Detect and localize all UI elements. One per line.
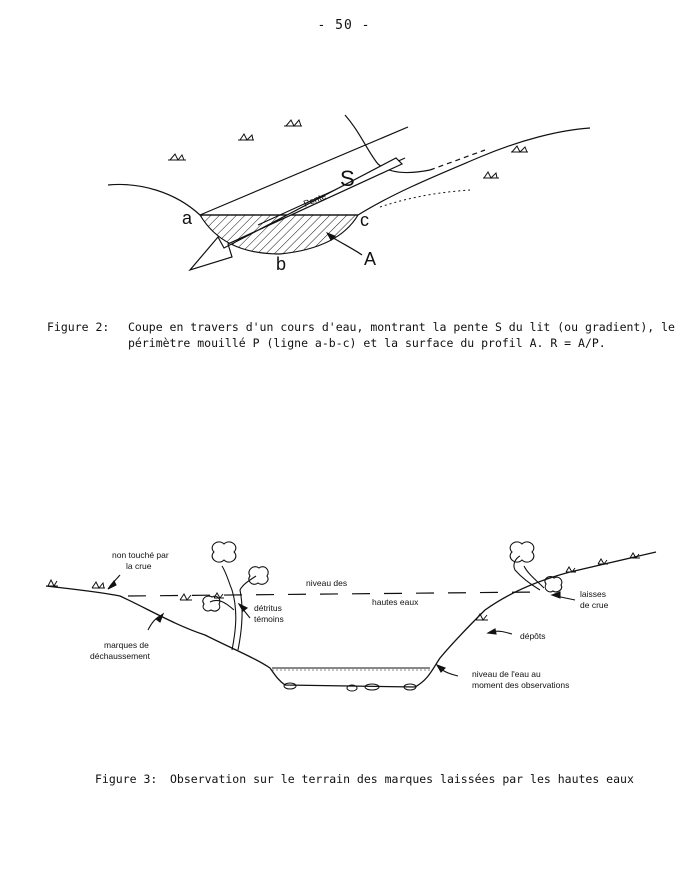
label-de-crue: de crue [580, 600, 609, 610]
figure-2-diagram: a b c Pente S A [107, 114, 591, 274]
label-S: S [340, 166, 355, 191]
terrain-line [107, 127, 591, 216]
label-a: a [182, 208, 193, 228]
slope-line-top [199, 126, 409, 216]
label-pente: Pente [302, 191, 328, 209]
figure-3-caption-text: Observation sur le terrain des marques l… [170, 772, 634, 786]
label-A: A [364, 249, 376, 269]
label-niveau-eau-2: moment des observations [472, 680, 569, 690]
label-laisses: laisses [580, 589, 606, 599]
figure-2-caption-line1: Coupe en travers d'un cours d'eau, montr… [128, 320, 675, 334]
label-temoins: témoins [254, 614, 284, 624]
figure-3-caption-number: Figure 3: [95, 772, 158, 786]
label-non-touche-1: non touché par [112, 550, 169, 560]
pointer-arrows [107, 574, 576, 677]
figure-3-diagram: non touché par la crue niveau des hautes… [45, 541, 657, 692]
label-dechaussement: déchaussement [90, 651, 151, 661]
label-c: c [360, 210, 369, 230]
ground-profile [45, 551, 657, 688]
figure-3-caption: Figure 3: Observation sur le terrain des … [95, 772, 634, 787]
dashed-slope-2 [379, 189, 471, 208]
high-water-line [127, 591, 541, 597]
figure-2-caption-line2: périmètre mouillé P (ligne a-b-c) et la … [128, 336, 606, 350]
flow-arrow [188, 157, 404, 272]
label-depots: dépôts [520, 631, 546, 641]
arrow-to-A [329, 235, 363, 256]
dashed-slope [429, 149, 486, 171]
wetted-section [198, 214, 360, 255]
page-number: - 50 - [317, 18, 371, 33]
hill-line [344, 114, 431, 174]
label-b: b [276, 254, 286, 274]
label-detritus: détritus [254, 603, 282, 613]
right-tree [509, 541, 563, 593]
label-non-touche-2: la crue [126, 561, 152, 571]
grass-tufts [168, 118, 528, 179]
label-hautes-eaux: hautes eaux [372, 597, 419, 607]
figure-2-caption-number: Figure 2: [47, 320, 110, 334]
left-tree [202, 541, 269, 651]
label-niveau-eau-1: niveau de l'eau au [472, 669, 541, 679]
label-niveau-des: niveau des [306, 578, 347, 588]
river-stones [283, 682, 417, 692]
figure-2-caption: Figure 2: Coupe en travers d'un cours d'e… [47, 320, 675, 335]
label-marques-de: marques de [104, 640, 149, 650]
grass-tufts [47, 552, 640, 621]
